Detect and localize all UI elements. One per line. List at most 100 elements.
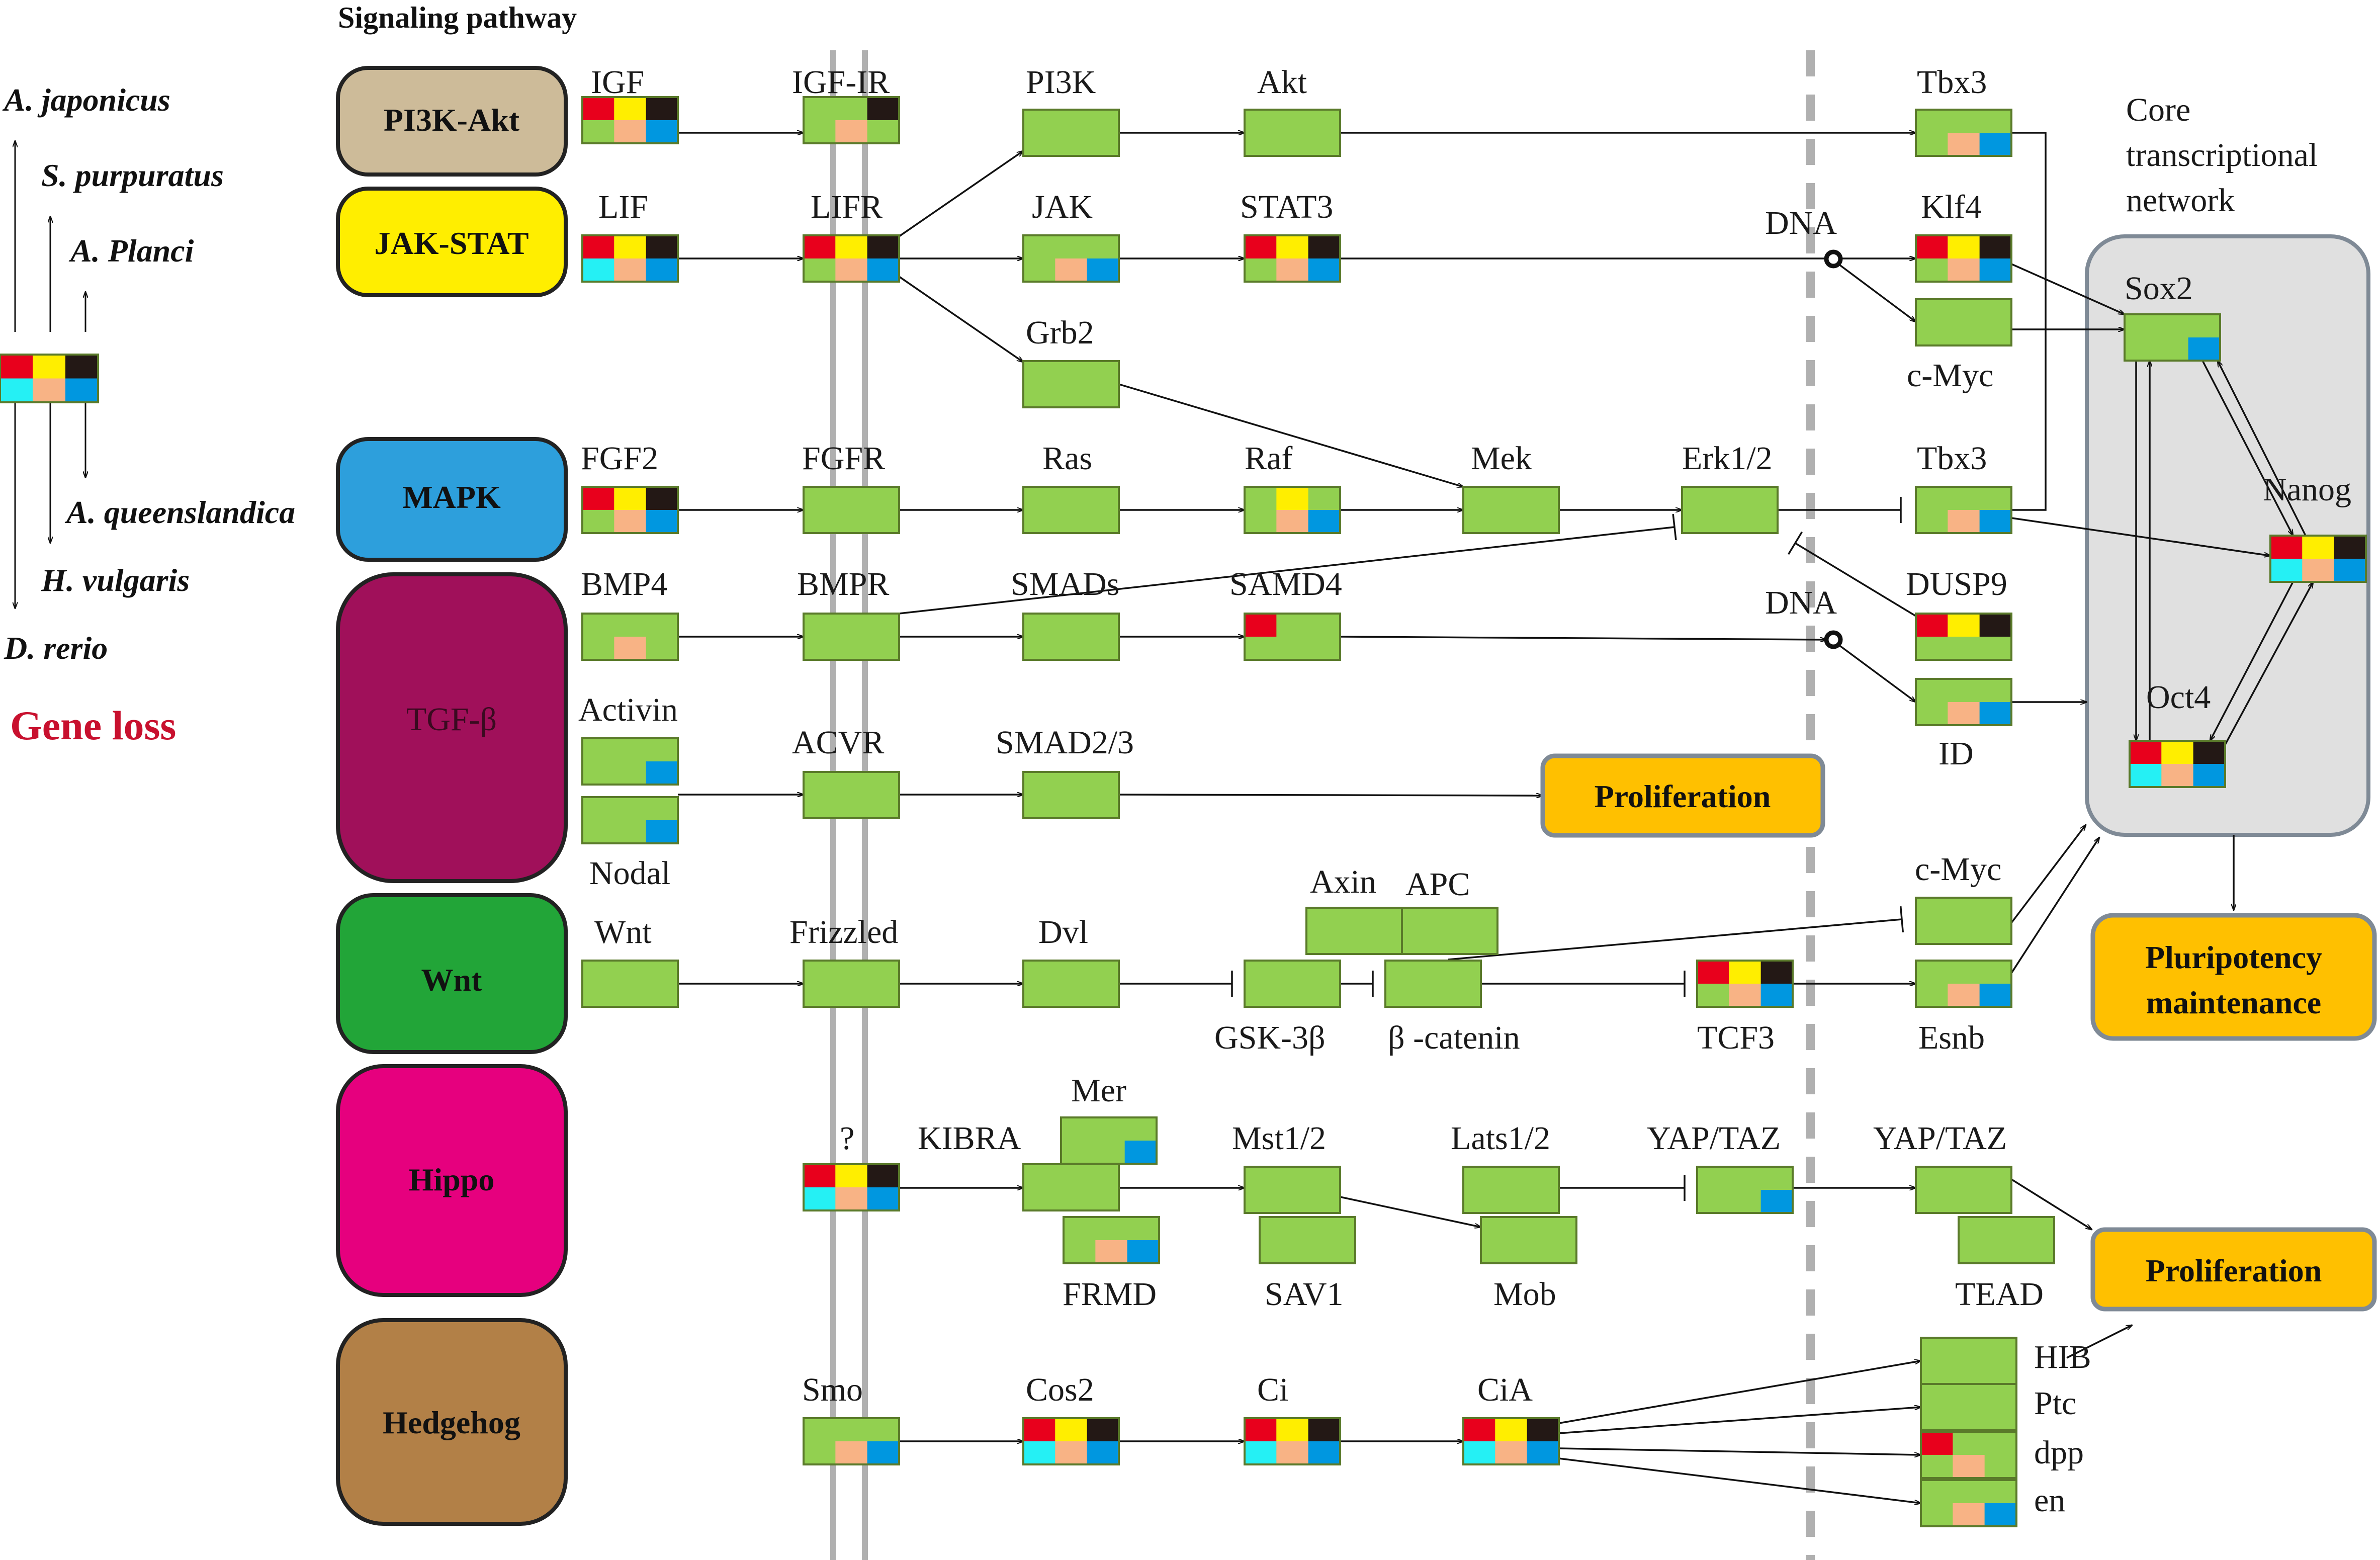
pathway-column: PI3K-Akt JAK-STAT MAPK TGF-β Wnt Hippo H… bbox=[336, 66, 568, 1526]
pathway-tgf-beta bbox=[336, 572, 568, 883]
node-jak bbox=[1022, 234, 1120, 283]
pathway-jak-stat-label: JAK-STAT bbox=[375, 225, 529, 261]
label-samd4: SAMD4 bbox=[1229, 566, 1342, 602]
node-stat3 bbox=[1244, 234, 1341, 283]
node-id bbox=[1915, 678, 2012, 726]
species-s-purpuratus: S. purpuratus bbox=[41, 157, 224, 193]
label-axin: Axin bbox=[1310, 863, 1376, 900]
pluripotency-box bbox=[2090, 913, 2377, 1041]
species-a-queenslandica: A. queenslandica bbox=[64, 494, 295, 530]
node-en bbox=[1920, 1479, 2017, 1527]
pluripotency-label-1: Pluripotency bbox=[2145, 939, 2322, 975]
edges bbox=[678, 133, 2313, 1503]
node-lats bbox=[1462, 1166, 1560, 1214]
legend-key-node bbox=[0, 354, 99, 403]
node-esnb bbox=[1915, 960, 2012, 1008]
label-activin: Activin bbox=[578, 691, 678, 728]
label-cos2: Cos2 bbox=[1026, 1371, 1094, 1408]
edge-bcat-cmyc bbox=[1448, 918, 1902, 961]
edge-cia-en bbox=[1558, 1457, 1921, 1503]
node-frizzled bbox=[803, 960, 900, 1008]
node-ras bbox=[1022, 486, 1120, 534]
label-tcf3: TCF3 bbox=[1697, 1019, 1775, 1056]
label-en: en bbox=[2034, 1482, 2065, 1519]
node-mob bbox=[1480, 1216, 1577, 1264]
node-fgfr bbox=[803, 486, 900, 534]
edge-dna-id bbox=[1837, 644, 1916, 702]
pathway-tgf-beta-label: TGF-β bbox=[406, 701, 497, 738]
node-nodal bbox=[581, 796, 679, 844]
edge-lifr-grb2 bbox=[899, 276, 1023, 362]
label-akt: Akt bbox=[1257, 64, 1307, 101]
header-title: Signaling pathway bbox=[338, 1, 577, 34]
label-id: ID bbox=[1938, 735, 1974, 772]
label-klf4: Klf4 bbox=[1921, 189, 1982, 225]
label-dvl: Dvl bbox=[1038, 914, 1088, 950]
node-oct4 bbox=[2129, 740, 2226, 788]
edge-targets-prolif bbox=[2066, 1325, 2132, 1359]
label-ci: Ci bbox=[1257, 1371, 1288, 1408]
node-yap-taz-1 bbox=[1696, 1166, 1794, 1214]
label-stat3: STAT3 bbox=[1240, 189, 1333, 225]
node-activin bbox=[581, 737, 679, 786]
edge-cia-hib bbox=[1558, 1361, 1921, 1424]
label-yap-taz-2: YAP/TAZ bbox=[1873, 1120, 2007, 1157]
node-question bbox=[803, 1163, 900, 1211]
label-jak: JAK bbox=[1032, 189, 1093, 225]
node-igf bbox=[581, 96, 679, 144]
pathway-hippo-label: Hippo bbox=[409, 1162, 495, 1197]
label-beta-catenin: β -catenin bbox=[1388, 1019, 1520, 1056]
pathway-wnt-label: Wnt bbox=[421, 962, 483, 998]
label-smads: SMADs bbox=[1011, 566, 1119, 602]
proliferation-label-1: Proliferation bbox=[1595, 778, 1771, 814]
gene-loss-label: Gene loss bbox=[10, 703, 176, 748]
node-bmpr bbox=[803, 613, 900, 661]
edge-cia-dpp bbox=[1558, 1447, 1921, 1455]
edge-yap-prolif bbox=[2011, 1178, 2092, 1230]
node-smo bbox=[803, 1417, 900, 1465]
label-nodal: Nodal bbox=[589, 855, 670, 892]
gene-nodes bbox=[581, 96, 2367, 1527]
dna-marker-2 bbox=[1824, 630, 1843, 649]
node-tbx3-mid bbox=[1915, 486, 2012, 534]
node-fgf2 bbox=[581, 486, 679, 534]
proliferation-label-2: Proliferation bbox=[2146, 1253, 2322, 1288]
node-smads bbox=[1022, 613, 1120, 661]
label-mek: Mek bbox=[1471, 440, 1532, 477]
node-klf4 bbox=[1915, 234, 2012, 283]
core-network-box bbox=[2085, 234, 2370, 837]
edge-tbx3-top-core bbox=[2011, 132, 2047, 511]
dna-marker-1 bbox=[1824, 249, 1843, 269]
label-question: ? bbox=[840, 1120, 854, 1157]
node-lif bbox=[581, 234, 679, 283]
label-mer: Mer bbox=[1071, 1072, 1126, 1109]
edge-samd4-dna bbox=[1340, 636, 1826, 640]
node-ci bbox=[1244, 1417, 1341, 1465]
label-sav1: SAV1 bbox=[1265, 1276, 1344, 1313]
edge-lifr-pi3k bbox=[899, 151, 1023, 237]
edge-sox2-nanog bbox=[2201, 360, 2293, 536]
edge-mst-mob bbox=[1340, 1196, 1481, 1227]
node-dvl bbox=[1022, 960, 1120, 1008]
node-c-myc-wnt bbox=[1915, 897, 2012, 945]
label-dna-1: DNA bbox=[1765, 205, 1837, 241]
node-erk bbox=[1681, 486, 1779, 534]
label-erk: Erk1/2 bbox=[1682, 440, 1773, 477]
node-hib bbox=[1920, 1337, 2017, 1385]
node-yap-taz-2 bbox=[1915, 1166, 2012, 1214]
core-title-2: transcriptional bbox=[2126, 137, 2318, 174]
node-lifr bbox=[803, 234, 900, 283]
node-mst bbox=[1244, 1166, 1341, 1214]
edge-oct4-nanog bbox=[2222, 582, 2313, 750]
edge-nanog-oct4 bbox=[2210, 581, 2294, 741]
edge-dusp9-erk bbox=[1795, 542, 1916, 617]
pathway-jak-stat bbox=[336, 187, 568, 297]
edge-bmpr-erk bbox=[899, 526, 1675, 615]
edge-esnb-core bbox=[2010, 837, 2099, 974]
node-dusp9 bbox=[1915, 613, 2012, 661]
edge-cmyc-core bbox=[2010, 825, 2086, 924]
label-smo: Smo bbox=[802, 1371, 863, 1408]
legend-species-key bbox=[0, 354, 99, 403]
label-fgfr: FGFR bbox=[802, 440, 885, 477]
